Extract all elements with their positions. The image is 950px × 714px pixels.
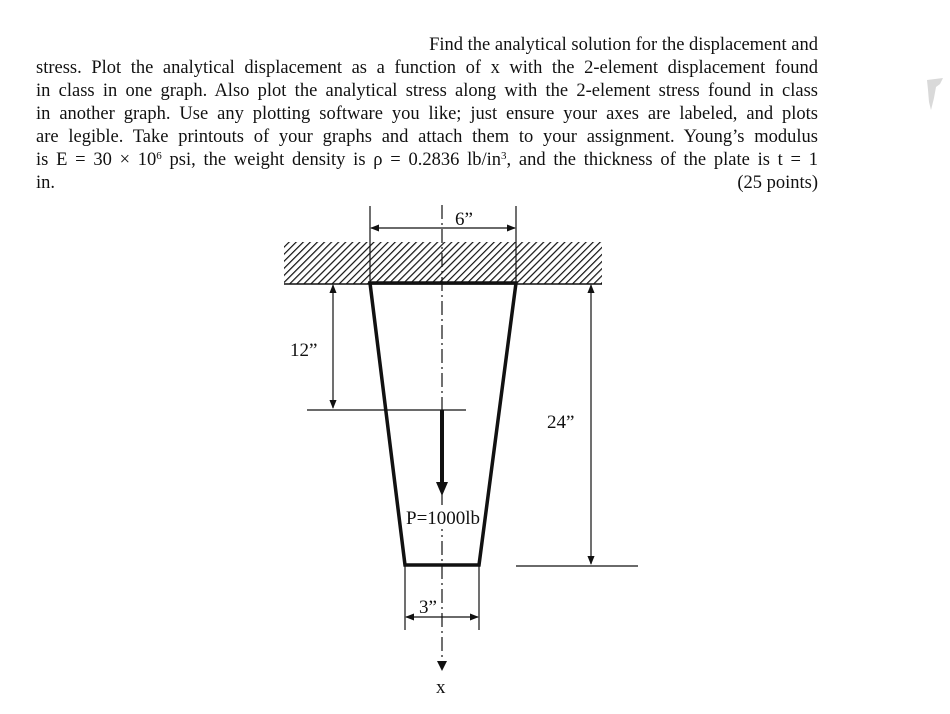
exponent-6: 6 [156,150,162,162]
top-width-label: 6” [455,209,473,230]
problem-line-2: stress. Plot the analytical displacement… [36,58,818,78]
load-depth-label: 12” [290,340,317,361]
problem-line-1: Find the analytical solution for the dis… [429,35,818,55]
x-axis-arrowhead [437,661,447,671]
problem-statement: Find the analytical solution for the dis… [36,34,818,195]
page-edge-mark [927,78,943,110]
x-axis-label: x [436,677,446,698]
load-arrowhead [436,482,448,496]
load-label-bg [404,505,482,529]
length-label: 24” [547,412,574,433]
bottom-width-label: 3” [419,597,437,618]
points-label: (25 points) [737,173,818,193]
problem-line-4: in another graph. Use any plotting softw… [36,104,818,124]
problem-line-6: is E = 30 × 106 psi, the weight density … [36,149,818,172]
fixed-support-hatch [284,242,602,284]
line6-part1: is E = 30 × 10 [36,150,157,170]
problem-line-7: in. (25 points) [36,172,818,195]
load-label: P=1000lb [406,508,480,529]
line6-part3: , and the thickness of the plate is t = … [506,150,818,170]
unit-in: in. [36,173,56,193]
exponent-3: 3 [501,150,507,162]
problem-line-5: are legible. Take printouts of your grap… [36,127,818,147]
problem-line-3: in class in one graph. Also plot the ana… [36,81,818,101]
line6-part2: psi, the weight density is ρ = 0.2836 lb… [161,150,502,170]
